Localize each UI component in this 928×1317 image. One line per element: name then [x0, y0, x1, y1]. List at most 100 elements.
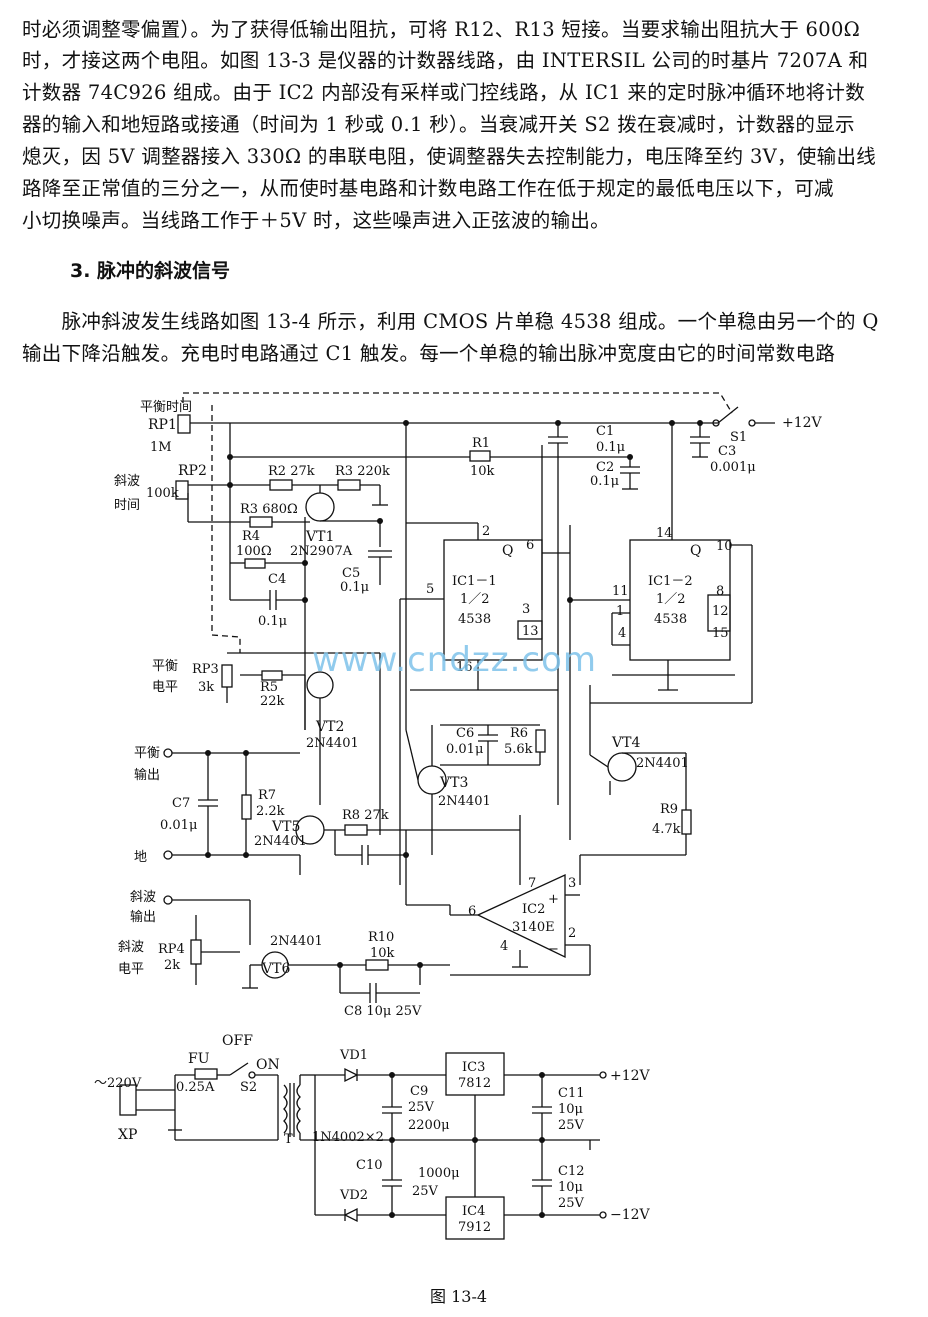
text-line: 器的输入和地短路或接通（时间为 1 秒或 0.1 秒）。当衰减开关 S2 拨在衰… [22, 113, 855, 136]
label: R10 [368, 930, 394, 945]
label: 2k [164, 958, 180, 973]
label: 6 [526, 538, 534, 553]
label: XP [118, 1127, 137, 1143]
text-line: 脉冲斜波发生线路如图 13-4 所示，利用 CMOS 片单稳 4538 组成。一… [22, 310, 879, 333]
label: IC1－1 [452, 574, 497, 589]
label: ～220V [94, 1076, 142, 1091]
label: 输出 [130, 909, 156, 925]
label: 8 [716, 584, 724, 599]
label: R3 680Ω [240, 502, 298, 517]
label: − [548, 942, 559, 957]
label: R6 [510, 726, 528, 741]
label: 1N4002×2 [312, 1130, 384, 1145]
label: C12 [558, 1164, 585, 1179]
label: 2N4401 [306, 736, 359, 751]
label: ON [256, 1057, 280, 1073]
label: 14 [656, 526, 673, 541]
label: 输出 [134, 767, 160, 783]
label: VT2 [315, 719, 344, 735]
label: 2N4401 [438, 794, 491, 809]
label: 电平 [118, 962, 144, 977]
label: C8 10μ 25V [344, 1004, 422, 1019]
label: 0.1μ [590, 474, 619, 489]
label: VT5 [271, 819, 300, 835]
label: 3 [568, 876, 576, 891]
label: R4 [242, 529, 260, 544]
schematic-wiring [119, 392, 775, 1240]
label: C6 [456, 726, 474, 741]
label: 平衡 [152, 659, 178, 674]
label: 25V [558, 1196, 585, 1211]
label: 7912 [458, 1220, 491, 1235]
label: 4 [500, 939, 508, 954]
label: 3140E [512, 920, 555, 935]
label: IC1－2 [648, 574, 693, 589]
label: VT3 [439, 775, 468, 791]
watermark: www.cndzz.com [312, 640, 598, 680]
text-line: 时必须调整零偏置）。为了获得低输出阻抗，可将 R12、R13 短接。当要求输出阻… [22, 18, 861, 41]
label: 4.7k [652, 822, 681, 837]
label: 0.25A [176, 1080, 215, 1095]
label: RP3 [192, 662, 219, 677]
label: 100Ω [236, 544, 272, 559]
label: 10 [716, 539, 733, 554]
label: 斜波 [130, 890, 156, 905]
label: 0.001μ [710, 460, 756, 475]
schematic-labels: 平衡时间 RP1 1M RP2 100k 斜波 时间 R2 27k R3 220… [94, 400, 823, 1235]
label: 7812 [458, 1076, 491, 1091]
label: 1000μ [418, 1166, 460, 1181]
label: 电平 [152, 680, 178, 695]
label: 0.1μ [596, 440, 625, 455]
label: IC3 [462, 1060, 485, 1075]
label: 2.2k [256, 804, 285, 819]
label: C9 [410, 1084, 428, 1099]
circuit-schematic: 平衡时间 RP1 1M RP2 100k 斜波 时间 R2 27k R3 220… [94, 392, 823, 1240]
label: 10k [370, 946, 395, 961]
label: 10μ [558, 1180, 583, 1195]
text-line: 时，才接这两个电阻。如图 13-3 是仪器的计数器线路，由 INTERSIL 公… [22, 49, 869, 72]
label: 25V [558, 1118, 585, 1133]
label: R1 [472, 436, 490, 451]
label: 时间 [114, 498, 140, 513]
label: C10 [356, 1158, 383, 1173]
label: 4538 [458, 612, 491, 627]
label: 0.1μ [340, 580, 369, 595]
label: VD2 [339, 1188, 368, 1203]
label: S1 [730, 430, 747, 445]
text-line: 熄灭，因 5V 调整器接入 330Ω 的串联电阻，使调整器失去控制能力，电压降至… [22, 145, 877, 168]
label: 2N4401 [636, 756, 689, 771]
label: +12V [782, 415, 823, 431]
label: 2 [568, 926, 576, 941]
label: 3k [198, 680, 214, 695]
figure-caption: 图 13-4 [430, 1287, 488, 1306]
label: 10k [470, 464, 495, 479]
text-line: 路降至正常值的三分之一，从而使时基电路和计数电路工作在低于规定的最低电压以下，可… [22, 177, 834, 200]
label: 4538 [654, 612, 687, 627]
label: 1M [150, 440, 172, 455]
label: VD1 [339, 1048, 368, 1063]
label: 5.6k [504, 742, 533, 757]
label: 1／2 [656, 592, 686, 607]
label: 25V [408, 1100, 435, 1115]
label: RP4 [158, 942, 185, 957]
label: 1 [616, 604, 624, 619]
label: IC2 [522, 902, 545, 917]
label: +12V [610, 1068, 651, 1084]
label: −12V [610, 1207, 651, 1223]
label: 5 [426, 582, 434, 597]
label: IC4 [462, 1204, 485, 1219]
label: 0.01μ [160, 818, 197, 833]
label: C2 [596, 460, 614, 475]
label: 0.01μ [446, 742, 483, 757]
label: RP2 [178, 463, 207, 479]
label: C11 [558, 1086, 585, 1101]
label: 25V [412, 1184, 439, 1199]
label: 2N2907A [290, 544, 353, 559]
label: 13 [522, 624, 539, 639]
label: 11 [612, 584, 629, 599]
label: OFF [222, 1033, 253, 1049]
label: 1／2 [460, 592, 490, 607]
label: VT4 [611, 735, 640, 751]
label: 3 [522, 602, 530, 617]
label: 10μ [558, 1102, 583, 1117]
